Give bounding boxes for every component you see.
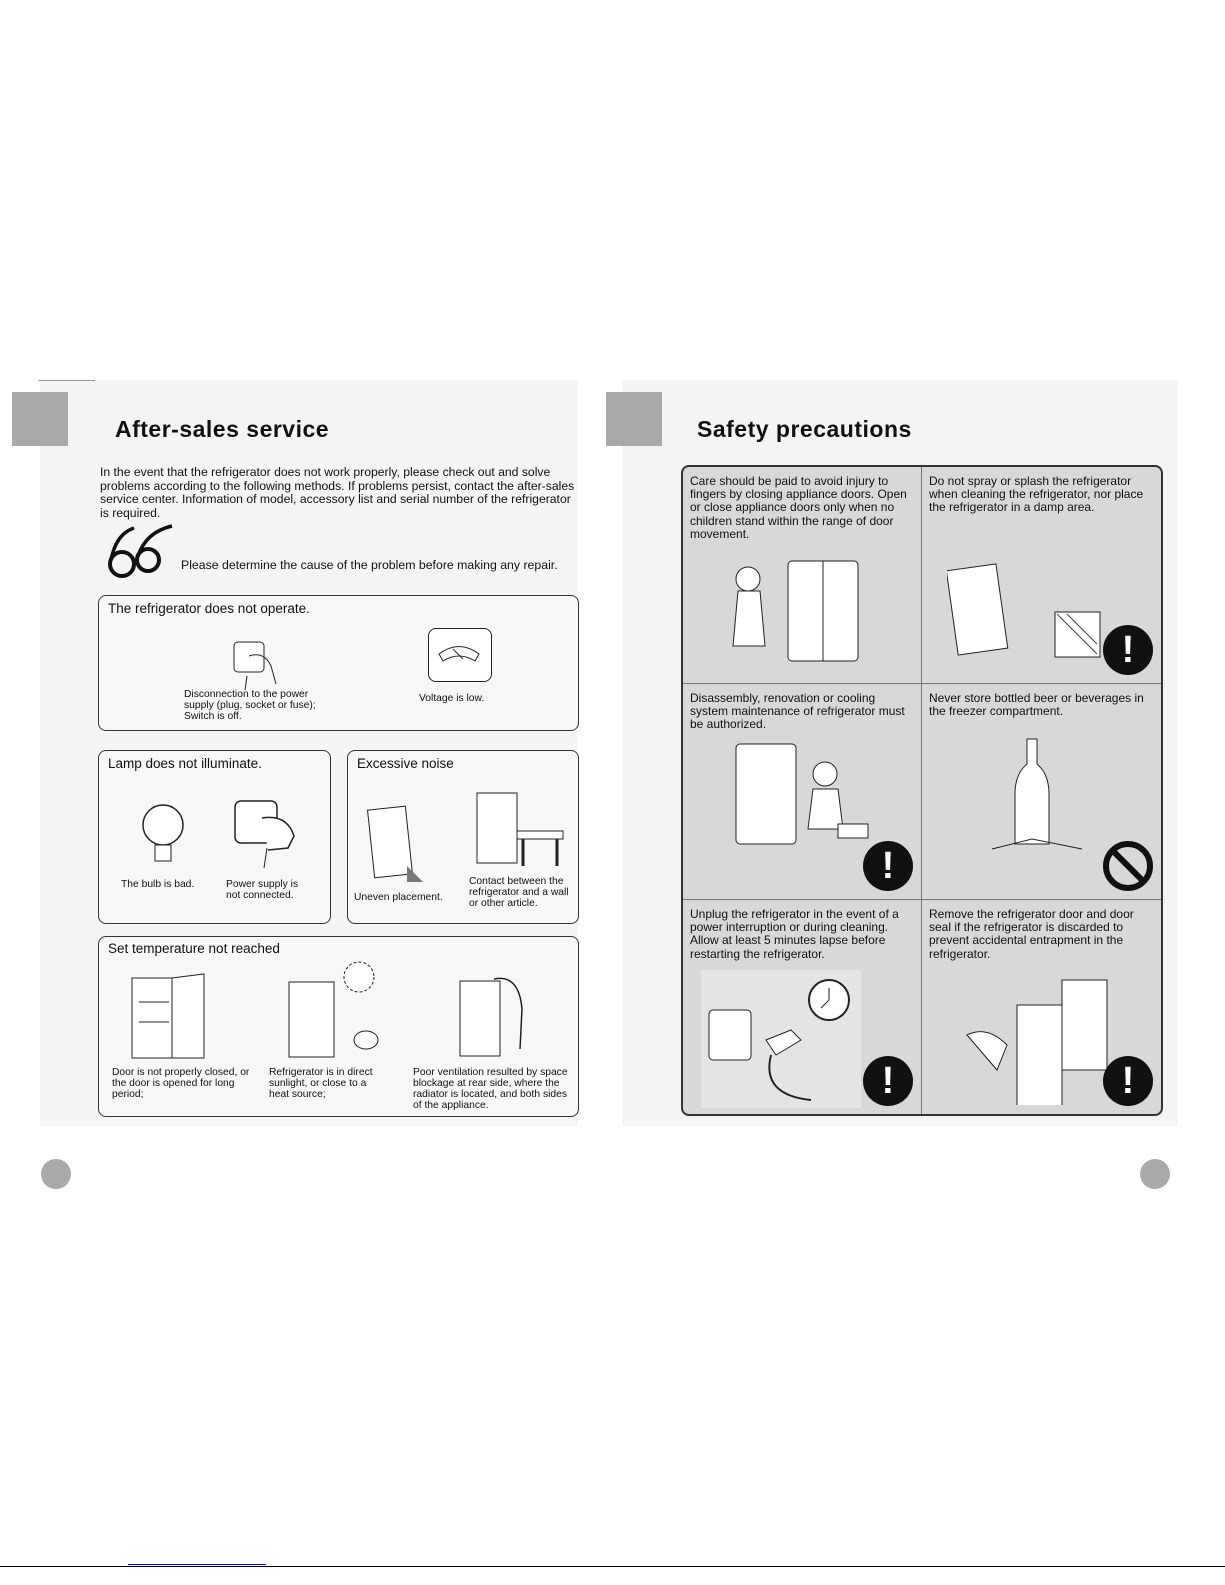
remove-door-illustration	[966, 979, 1108, 1105]
child-fridge-illustration	[732, 560, 859, 662]
section-heading: The refrigerator does not operate.	[108, 601, 310, 616]
caption: The bulb is bad.	[121, 879, 195, 890]
intro-text: In the event that the refrigerator does …	[100, 465, 575, 520]
section-heading: Excessive noise	[357, 756, 454, 771]
section-not-operate: The refrigerator does not operate. Disco…	[98, 595, 579, 731]
safety-text: Remove the refrigerator door and door se…	[929, 907, 1134, 961]
caption: Door is not properly closed, or the door…	[112, 1067, 250, 1100]
unplug-illustration	[701, 970, 861, 1108]
safety-text: Disassembly, renovation or cooling syste…	[690, 691, 905, 732]
safety-grid: Care should be paid to avoid injury to f…	[681, 465, 1163, 1116]
plug-socket-illustration	[234, 800, 295, 869]
section-tab	[12, 392, 68, 446]
warning-icon: !	[1103, 1056, 1153, 1106]
caption: Uneven placement.	[354, 892, 443, 903]
safety-text: Care should be paid to avoid injury to f…	[690, 474, 907, 541]
top-rule	[38, 380, 95, 381]
safety-text: Never store bottled beer or beverages in…	[929, 691, 1144, 719]
broken-bottle-illustration	[991, 738, 1083, 850]
caption: Refrigerator is in direct sunlight, or c…	[269, 1067, 373, 1100]
fridge-contact-illustration	[476, 792, 564, 866]
safety-text: Do not spray or splash the refrigerator …	[929, 474, 1144, 515]
section-heading: Lamp does not illuminate.	[108, 756, 262, 771]
uneven-fridge-illustration	[367, 805, 423, 882]
bottom-rule	[0, 1566, 1225, 1567]
page-title: Safety precautions	[697, 416, 912, 442]
caption: Poor ventilation resulted by space block…	[413, 1067, 568, 1111]
tip-text: Please determine the cause of the proble…	[181, 558, 558, 572]
warning-icon: !	[863, 1056, 913, 1106]
page-title: After-sales service	[115, 416, 330, 442]
voltmeter-illustration	[428, 628, 492, 682]
caption: Power supply is not connected.	[226, 879, 299, 901]
section-heading: Set temperature not reached	[108, 941, 280, 956]
section-temperature: Set temperature not reached Door is not …	[98, 936, 579, 1117]
safety-cell-no-bottles: Never store bottled beer or beverages in…	[922, 684, 1161, 900]
page-number-marker	[41, 1159, 71, 1189]
plug-socket-illustration	[233, 641, 277, 691]
open-door-fridge-illustration	[131, 973, 205, 1059]
section-tab	[606, 392, 662, 446]
section-noise: Excessive noise Uneven placement. Contac…	[347, 750, 579, 924]
repair-fridge-illustration	[735, 743, 869, 845]
safety-cell-remove-door: Remove the refrigerator door and door se…	[922, 900, 1161, 1114]
caption: Voltage is low.	[419, 693, 485, 704]
prohibited-icon	[1103, 841, 1153, 891]
bulb-illustration	[142, 804, 184, 862]
spray-fridge-illustration	[947, 563, 1101, 658]
caption: Disconnection to the power supply (plug,…	[184, 689, 316, 722]
poor-ventilation-fridge-illustration	[459, 977, 523, 1057]
safety-cell-authorized-maintenance: Disassembly, renovation or cooling syste…	[683, 684, 922, 900]
caption: Contact between the refrigerator and a w…	[469, 876, 569, 909]
section-lamp: Lamp does not illuminate. The bulb is ba…	[98, 750, 331, 924]
glasses-icon	[108, 524, 173, 578]
safety-cell-no-spray: Do not spray or splash the refrigerator …	[922, 467, 1161, 684]
safety-cell-unplug: Unplug the refrigerator in the event of …	[683, 900, 922, 1114]
safety-text: Unplug the refrigerator in the event of …	[690, 907, 899, 961]
warning-icon: !	[863, 841, 913, 891]
page-number-marker	[1140, 1159, 1170, 1189]
bottom-link-underline	[128, 1564, 266, 1565]
sunlight-fridge-illustration	[288, 961, 379, 1058]
safety-cell-door-injury: Care should be paid to avoid injury to f…	[683, 467, 922, 684]
warning-icon: !	[1103, 625, 1153, 675]
